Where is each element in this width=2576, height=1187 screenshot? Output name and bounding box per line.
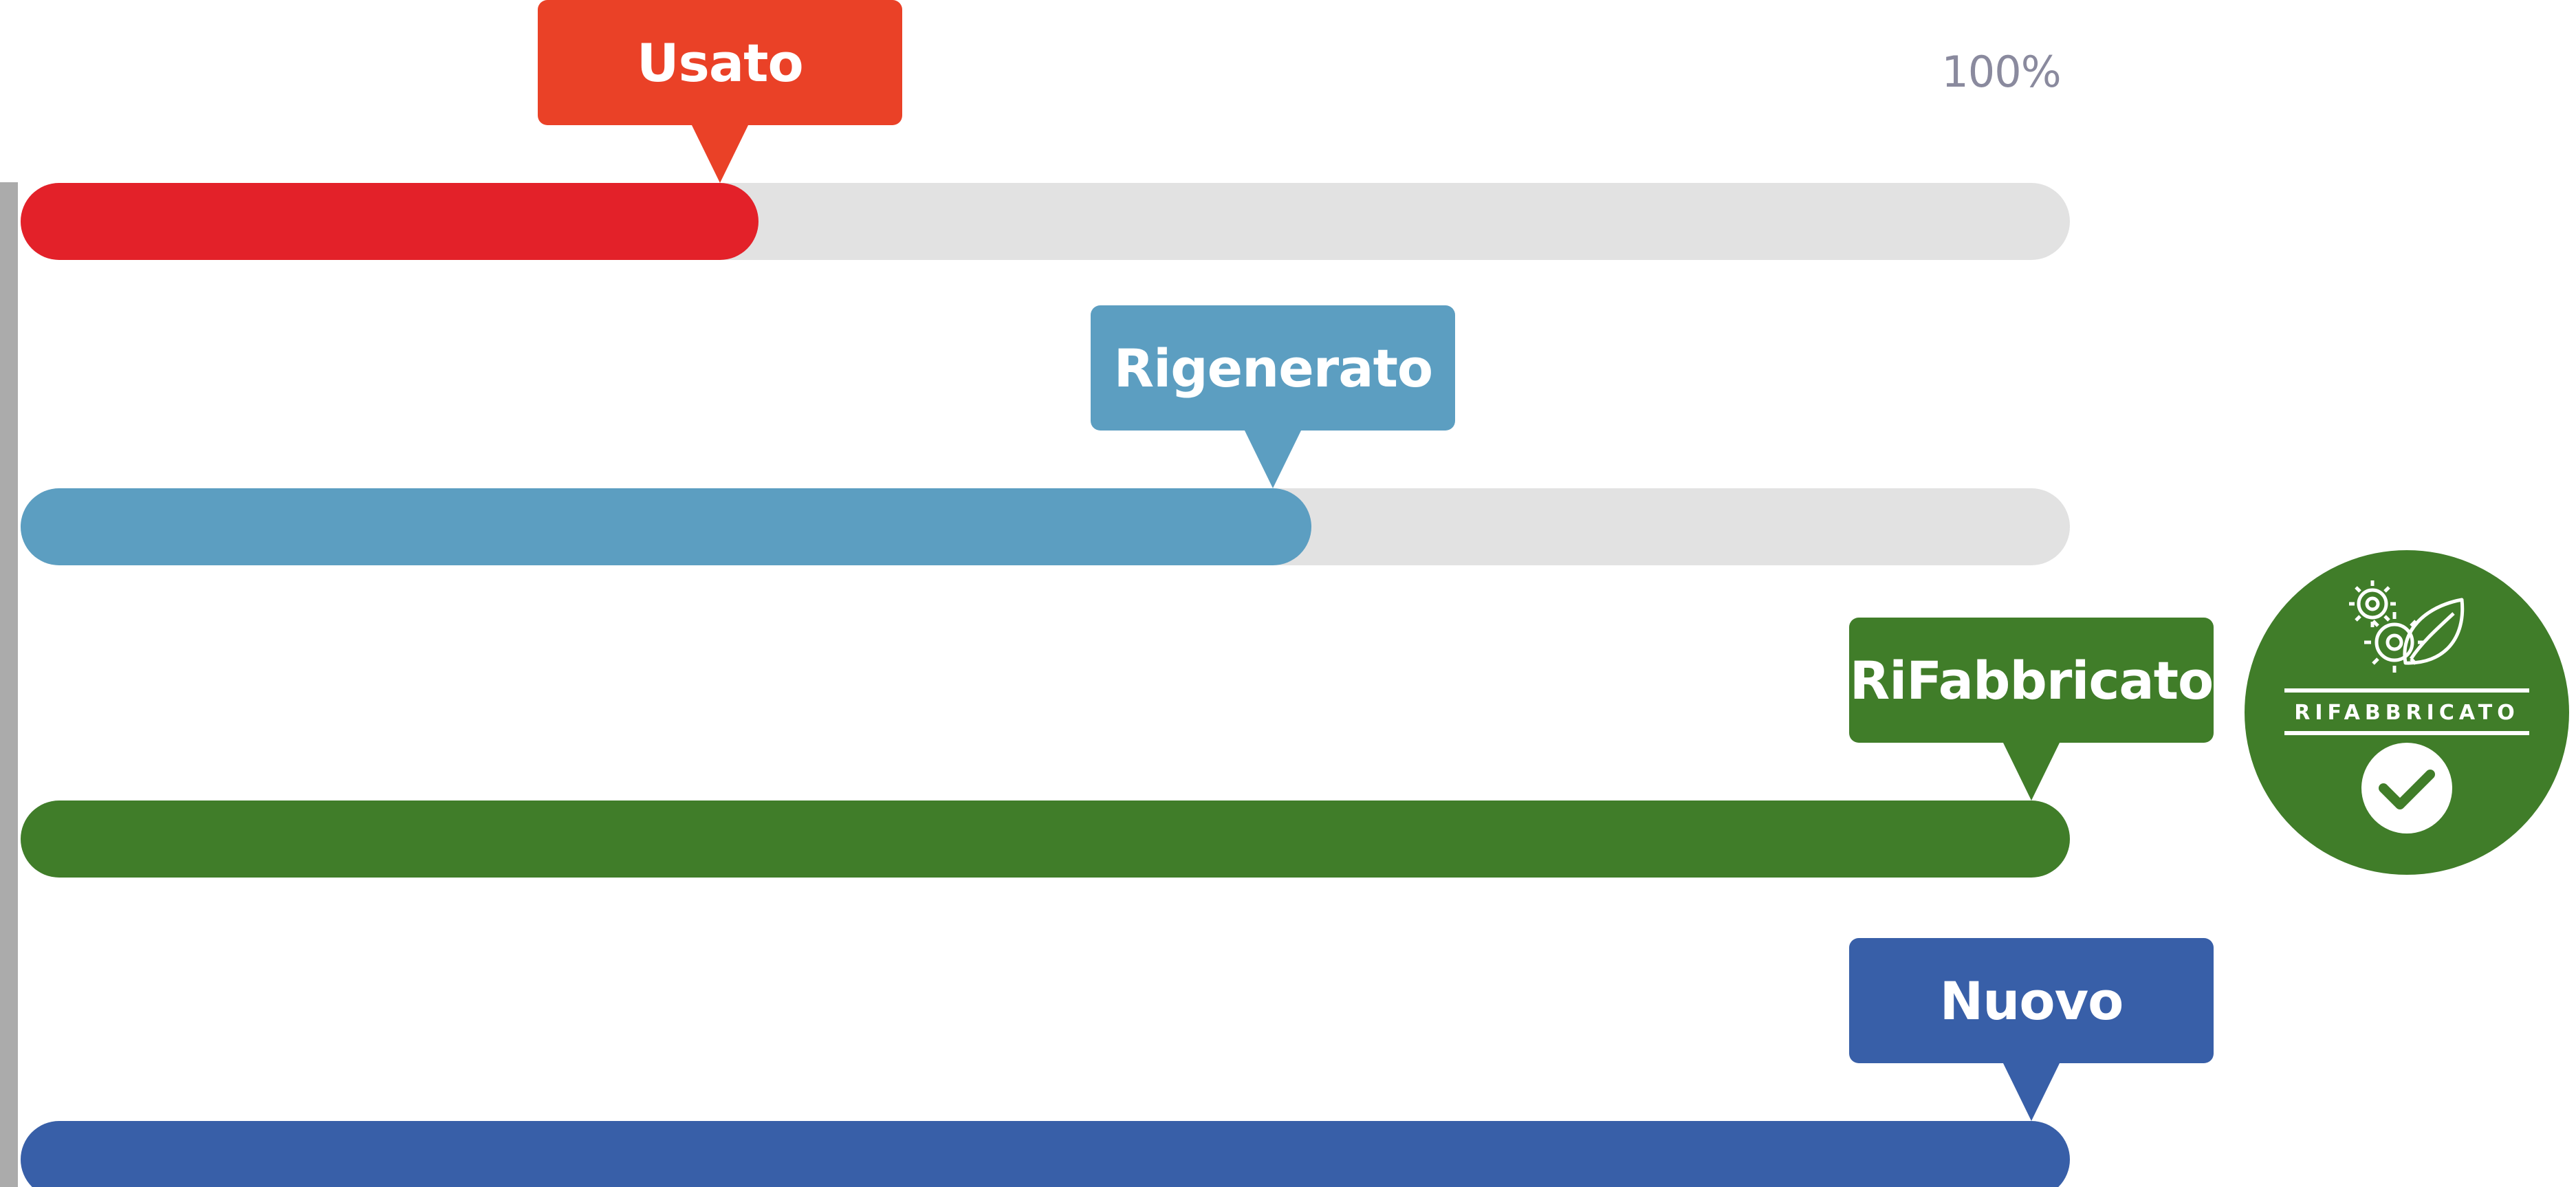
badge-text: RIFABBRICATO (2294, 701, 2519, 725)
axis-line (0, 182, 18, 1187)
bar-label-pointer-rifabbricato (2002, 741, 2060, 801)
bar-label-rifabbricato: RiFabbricato (1849, 618, 2214, 743)
bar-label-nuovo: Nuovo (1849, 938, 2214, 1063)
bar-label-pointer-usato (690, 124, 749, 183)
bar-label-pointer-nuovo (2002, 1062, 2060, 1121)
bar-label-usato: Usato (537, 0, 902, 125)
scale-label: 100% (1941, 47, 2061, 97)
bar-fill-rigenerato (21, 488, 1312, 565)
gear-icon (2349, 580, 2425, 673)
bar-label-pointer-rigenerato (1244, 429, 1302, 488)
bar-fill-nuovo (21, 1121, 2070, 1187)
check-icon (2379, 770, 2435, 809)
bar-fill-usato (21, 183, 758, 260)
rifabbricato-badge: RIFABBRICATO (2245, 550, 2569, 875)
bar-label-rigenerato: Rigenerato (1091, 305, 1456, 431)
check-circle (2361, 743, 2452, 834)
badge-circle (2245, 550, 2569, 875)
leaf-icon (2403, 598, 2465, 665)
bar-fill-rifabbricato (21, 801, 2070, 878)
